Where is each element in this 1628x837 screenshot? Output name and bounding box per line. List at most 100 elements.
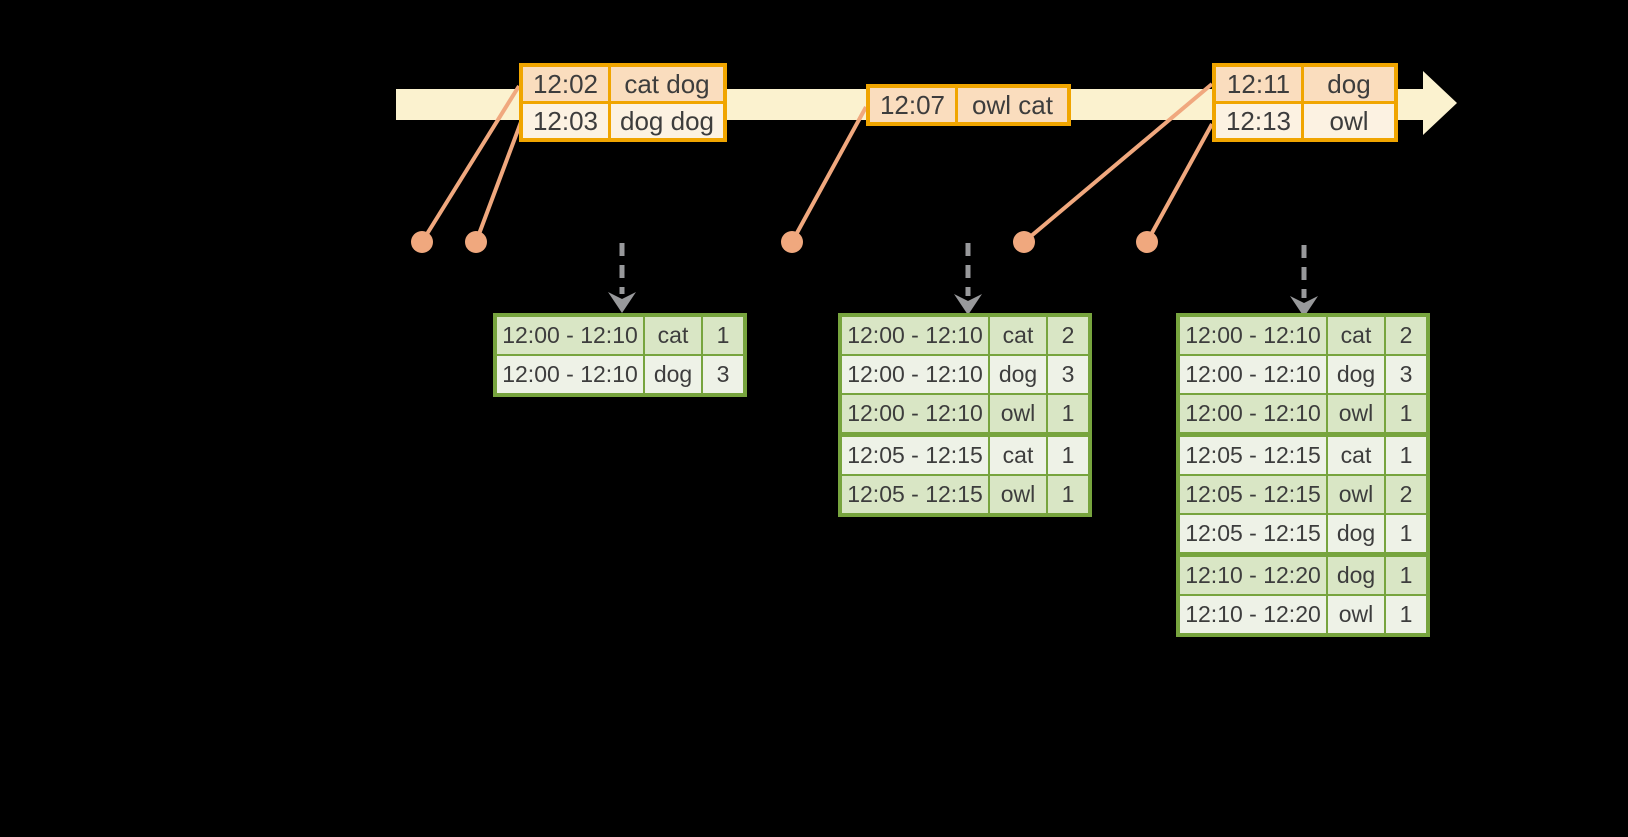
result-word-cell: dog xyxy=(645,356,701,393)
result-row: 12:05 - 12:15 cat 1 xyxy=(1180,437,1426,474)
event-time-cell: 12:03 xyxy=(523,104,608,138)
result-window-cell: 12:00 - 12:10 xyxy=(497,317,643,354)
event-words-cell: owl cat xyxy=(958,88,1067,122)
result-count-cell: 1 xyxy=(1048,395,1088,432)
result-row: 12:10 - 12:20 owl 1 xyxy=(1180,596,1426,633)
result-word-cell: dog xyxy=(990,356,1046,393)
event-words-cell: owl xyxy=(1304,104,1394,138)
result-row: 12:00 - 12:10 cat 1 xyxy=(497,317,743,354)
event-time-cell: 12:07 xyxy=(870,88,955,122)
down-arrowhead-icon xyxy=(608,292,636,313)
result-window-cell: 12:00 - 12:10 xyxy=(497,356,643,393)
result-window-cell: 12:05 - 12:15 xyxy=(1180,437,1326,474)
result-count-cell: 1 xyxy=(1048,437,1088,474)
timeline-arrowhead-icon xyxy=(1423,71,1457,135)
result-word-cell: dog xyxy=(1328,557,1384,594)
result-word-cell: cat xyxy=(990,437,1046,474)
result-table-3: 12:00 - 12:10 cat 2 12:00 - 12:10 dog 3 … xyxy=(1176,313,1430,637)
result-window-cell: 12:10 - 12:20 xyxy=(1180,596,1326,633)
connector-line xyxy=(474,121,523,243)
result-count-cell: 1 xyxy=(1386,557,1426,594)
connector-line xyxy=(1022,82,1214,244)
result-row: 12:00 - 12:10 owl 1 xyxy=(1180,395,1426,432)
result-row: 12:05 - 12:15 dog 1 xyxy=(1180,515,1426,552)
result-window-cell: 12:10 - 12:20 xyxy=(1180,557,1326,594)
event-time-cell: 12:11 xyxy=(1216,67,1301,101)
event-table-3: 12:11 dog 12:13 owl xyxy=(1212,63,1398,142)
result-count-cell: 2 xyxy=(1386,476,1426,513)
result-row: 12:00 - 12:10 dog 3 xyxy=(1180,356,1426,393)
result-count-cell: 1 xyxy=(1386,596,1426,633)
event-dot-icon xyxy=(781,231,803,253)
result-window-cell: 12:00 - 12:10 xyxy=(1180,395,1326,432)
result-window-cell: 12:00 - 12:10 xyxy=(1180,356,1326,393)
result-window-cell: 12:05 - 12:15 xyxy=(842,476,988,513)
event-words-cell: cat dog xyxy=(611,67,723,101)
event-table-1: 12:02 cat dog 12:03 dog dog xyxy=(519,63,727,142)
event-row: 12:07 owl cat xyxy=(870,88,1067,122)
result-count-cell: 3 xyxy=(703,356,743,393)
connector-line xyxy=(1145,123,1214,243)
result-window-cell: 12:00 - 12:10 xyxy=(842,356,988,393)
result-word-cell: owl xyxy=(1328,596,1384,633)
result-row: 12:00 - 12:10 cat 2 xyxy=(1180,317,1426,354)
event-words-cell: dog xyxy=(1304,67,1394,101)
event-row: 12:11 dog xyxy=(1216,67,1394,101)
result-word-cell: dog xyxy=(1328,515,1384,552)
result-row: 12:00 - 12:10 dog 3 xyxy=(497,356,743,393)
result-count-cell: 1 xyxy=(1386,515,1426,552)
result-table-2: 12:00 - 12:10 cat 2 12:00 - 12:10 dog 3 … xyxy=(838,313,1092,517)
result-window-cell: 12:00 - 12:10 xyxy=(1180,317,1326,354)
result-word-cell: owl xyxy=(990,395,1046,432)
result-word-cell: owl xyxy=(1328,476,1384,513)
result-count-cell: 3 xyxy=(1386,356,1426,393)
event-dot-icon xyxy=(1013,231,1035,253)
result-window-cell: 12:00 - 12:10 xyxy=(842,317,988,354)
down-arrowhead-icon xyxy=(1290,296,1318,317)
result-count-cell: 2 xyxy=(1048,317,1088,354)
down-arrowhead-icon xyxy=(954,294,982,315)
event-dot-icon xyxy=(411,231,433,253)
result-word-cell: cat xyxy=(990,317,1046,354)
connector-line xyxy=(420,84,521,244)
result-row: 12:00 - 12:10 dog 3 xyxy=(842,356,1088,393)
result-row: 12:05 - 12:15 cat 1 xyxy=(842,437,1088,474)
result-word-cell: owl xyxy=(1328,395,1384,432)
result-word-cell: cat xyxy=(1328,437,1384,474)
result-table-1: 12:00 - 12:10 cat 1 12:00 - 12:10 dog 3 xyxy=(493,313,747,397)
result-row: 12:10 - 12:20 dog 1 xyxy=(1180,557,1426,594)
result-window-cell: 12:05 - 12:15 xyxy=(1180,476,1326,513)
trigger-arrowheads xyxy=(608,292,1318,317)
result-word-cell: dog xyxy=(1328,356,1384,393)
result-count-cell: 3 xyxy=(1048,356,1088,393)
result-count-cell: 2 xyxy=(1386,317,1426,354)
result-row: 12:05 - 12:15 owl 1 xyxy=(842,476,1088,513)
trigger-arrows xyxy=(619,243,1307,298)
event-dot-icon xyxy=(465,231,487,253)
event-connector-lines xyxy=(420,82,1214,244)
result-count-cell: 1 xyxy=(1386,437,1426,474)
result-count-cell: 1 xyxy=(1048,476,1088,513)
result-count-cell: 1 xyxy=(1386,395,1426,432)
result-word-cell: owl xyxy=(990,476,1046,513)
event-table-2: 12:07 owl cat xyxy=(866,84,1071,126)
event-row: 12:03 dog dog xyxy=(523,104,723,138)
result-row: 12:00 - 12:10 owl 1 xyxy=(842,395,1088,432)
event-time-cell: 12:13 xyxy=(1216,104,1301,138)
result-window-cell: 12:05 - 12:15 xyxy=(842,437,988,474)
connector-line xyxy=(790,106,868,243)
event-dot-icon xyxy=(1136,231,1158,253)
result-word-cell: cat xyxy=(645,317,701,354)
result-word-cell: cat xyxy=(1328,317,1384,354)
result-count-cell: 1 xyxy=(703,317,743,354)
event-row: 12:02 cat dog xyxy=(523,67,723,101)
result-row: 12:05 - 12:15 owl 2 xyxy=(1180,476,1426,513)
event-row: 12:13 owl xyxy=(1216,104,1394,138)
result-window-cell: 12:05 - 12:15 xyxy=(1180,515,1326,552)
result-window-cell: 12:00 - 12:10 xyxy=(842,395,988,432)
event-dots xyxy=(411,231,1158,253)
event-words-cell: dog dog xyxy=(611,104,723,138)
event-time-cell: 12:02 xyxy=(523,67,608,101)
